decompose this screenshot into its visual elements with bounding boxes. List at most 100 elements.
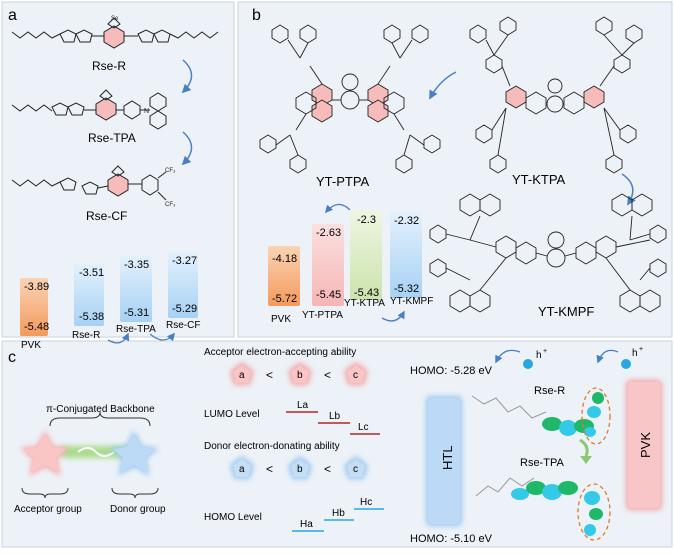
pvk-a-bar (20, 278, 48, 336)
rse-r-name-e: Rse-R (72, 330, 100, 341)
panel-b-energy: -4.18 -5.72 PVK -2.63 -5.45 YT-PTPA -2.3… (268, 203, 433, 325)
yt-ktpa-lumo: -2.3 (357, 214, 376, 226)
pvk-b-homo: -5.72 (272, 293, 297, 305)
htl-bar-core (428, 398, 460, 524)
orbital-tpa-highlight (577, 483, 611, 541)
arrow-b3 (324, 203, 351, 214)
pvk-b-name: PVK (271, 314, 291, 325)
rse-cf-cf3-bottom: CF₃ (165, 202, 176, 208)
pvk-c-label: PVK (638, 432, 653, 458)
arrow-a4 (149, 332, 175, 342)
acceptor-ability-label: Acceptor electron-accepting ability (204, 347, 356, 358)
yt-kmpf-homo: -5.32 (394, 283, 419, 295)
rse-r-se: Se (111, 16, 119, 22)
yt-kmpf-bar (390, 212, 422, 298)
acceptor-pentagon-a (230, 362, 254, 385)
rse-cf-name: Rse-CF (86, 209, 127, 223)
rse-r-structure (11, 17, 219, 49)
homo-bottom-label: HOMO: -5.10 eV (410, 533, 493, 545)
hole-2-h: h (632, 348, 638, 359)
hole-1 (523, 359, 533, 369)
rse-tpa-homo: -5.31 (124, 307, 149, 319)
rse-r-lumo: -3.51 (79, 267, 104, 279)
yt-ptpa-structure (259, 24, 441, 174)
yt-ktpa-bar (350, 210, 382, 300)
mol-r-label: Rse-R (534, 385, 565, 397)
yt-kmpf-lumo: -2.32 (394, 215, 419, 227)
yt-ktpa-name-e: YT-KTPA (344, 298, 385, 309)
yt-kmpf-name-e: YT-KMPF (390, 296, 433, 307)
donor-pentagon-b (288, 456, 312, 479)
rse-tpa-structure (11, 89, 167, 130)
acceptor-pentagon-c (344, 362, 368, 385)
donor-pentagon-a (230, 456, 254, 479)
arrow-b4 (381, 310, 405, 322)
arrow-c3-head (580, 456, 592, 464)
donor-lt-2: < (324, 462, 331, 476)
hole-2-plus: + (639, 346, 643, 353)
htl-label: HTL (440, 445, 455, 470)
yt-ktpa-structure (469, 16, 643, 174)
rse-tpa-orbital (475, 477, 611, 541)
panel-b-label: b (252, 7, 261, 24)
rse-r-name: Rse-R (92, 59, 126, 73)
lumo-la-label: La (297, 400, 309, 411)
panel-c-label: c (8, 349, 16, 366)
panel-b-bg (237, 1, 673, 338)
yt-ptpa-name-e: YT-PTPA (302, 310, 343, 321)
acceptor-group-label: Acceptor group (14, 504, 82, 515)
donor-ability-label: Donor electron-donating ability (204, 441, 340, 452)
arrow-a2 (181, 131, 193, 166)
acceptor-c: c (353, 370, 358, 381)
rse-r-orbital (471, 387, 611, 445)
yt-kmpf-structure (429, 193, 667, 313)
rse-tpa-bar (120, 256, 152, 322)
rse-cf-lumo: -3.27 (172, 255, 197, 267)
acceptor-lt-2: < (324, 368, 331, 382)
yt-ktpa-homo: -5.43 (354, 287, 379, 299)
rse-tpa-lumo: -3.35 (124, 259, 149, 271)
backbone-label: π-Conjugated Backbone (46, 404, 155, 415)
rse-r-homo: -5.38 (79, 311, 104, 323)
arrow-a1 (181, 59, 193, 94)
rse-cf-cf3-top: CF₃ (165, 168, 176, 174)
rse-cf-bar (168, 252, 198, 318)
acceptor-lt-1: < (266, 368, 273, 382)
donor-b: b (297, 464, 303, 475)
acceptor-brace (21, 487, 69, 499)
donor-c: c (353, 464, 358, 475)
pvk-a-name: PVK (21, 340, 41, 351)
homo-level-label: HOMO Level (204, 512, 262, 523)
rse-cf-structure (11, 165, 167, 201)
hole-1-plus: + (543, 348, 547, 355)
arrow-b1 (429, 71, 457, 100)
acceptor-pentagon-b (288, 362, 312, 385)
rse-tpa-n: N (144, 108, 149, 115)
backbone-wave (77, 447, 115, 457)
lumo-level-label: LUMO Level (204, 409, 260, 420)
arrow-c1 (495, 349, 521, 364)
arrow-c3 (579, 438, 589, 457)
orbital-r-highlight (581, 387, 611, 445)
donor-brace (111, 487, 159, 499)
rse-cf-homo: -5.29 (172, 303, 197, 315)
lumo-lc-label: Lc (358, 422, 369, 433)
mol-tpa-label: Rse-TPA (520, 457, 564, 469)
acceptor-star (20, 430, 70, 476)
pvk-b-bar (268, 246, 300, 306)
rse-tpa-name-e: Rse-TPA (116, 324, 156, 335)
panel-a-energy: -3.89 -5.48 PVK -3.51 -5.38 Rse-R -3.35 … (20, 252, 200, 351)
arrow-c2 (596, 349, 619, 364)
donor-group-label: Donor group (110, 504, 166, 515)
backbone-brace (49, 411, 151, 427)
pvk-b-lumo: -4.18 (272, 253, 297, 265)
rse-cf-name-e: Rse-CF (166, 320, 200, 331)
pvk-a-homo: -5.48 (24, 321, 49, 333)
arrow-a3 (107, 332, 130, 344)
yt-ptpa-bar (312, 224, 344, 306)
homo-ha-label: Ha (300, 519, 313, 530)
yt-ktpa-name: YT-KTPA (512, 172, 566, 187)
panel-c-bg (1, 340, 673, 548)
yt-ptpa-homo: -5.45 (316, 289, 341, 301)
yt-kmpf-name: YT-KMPF (538, 304, 594, 319)
